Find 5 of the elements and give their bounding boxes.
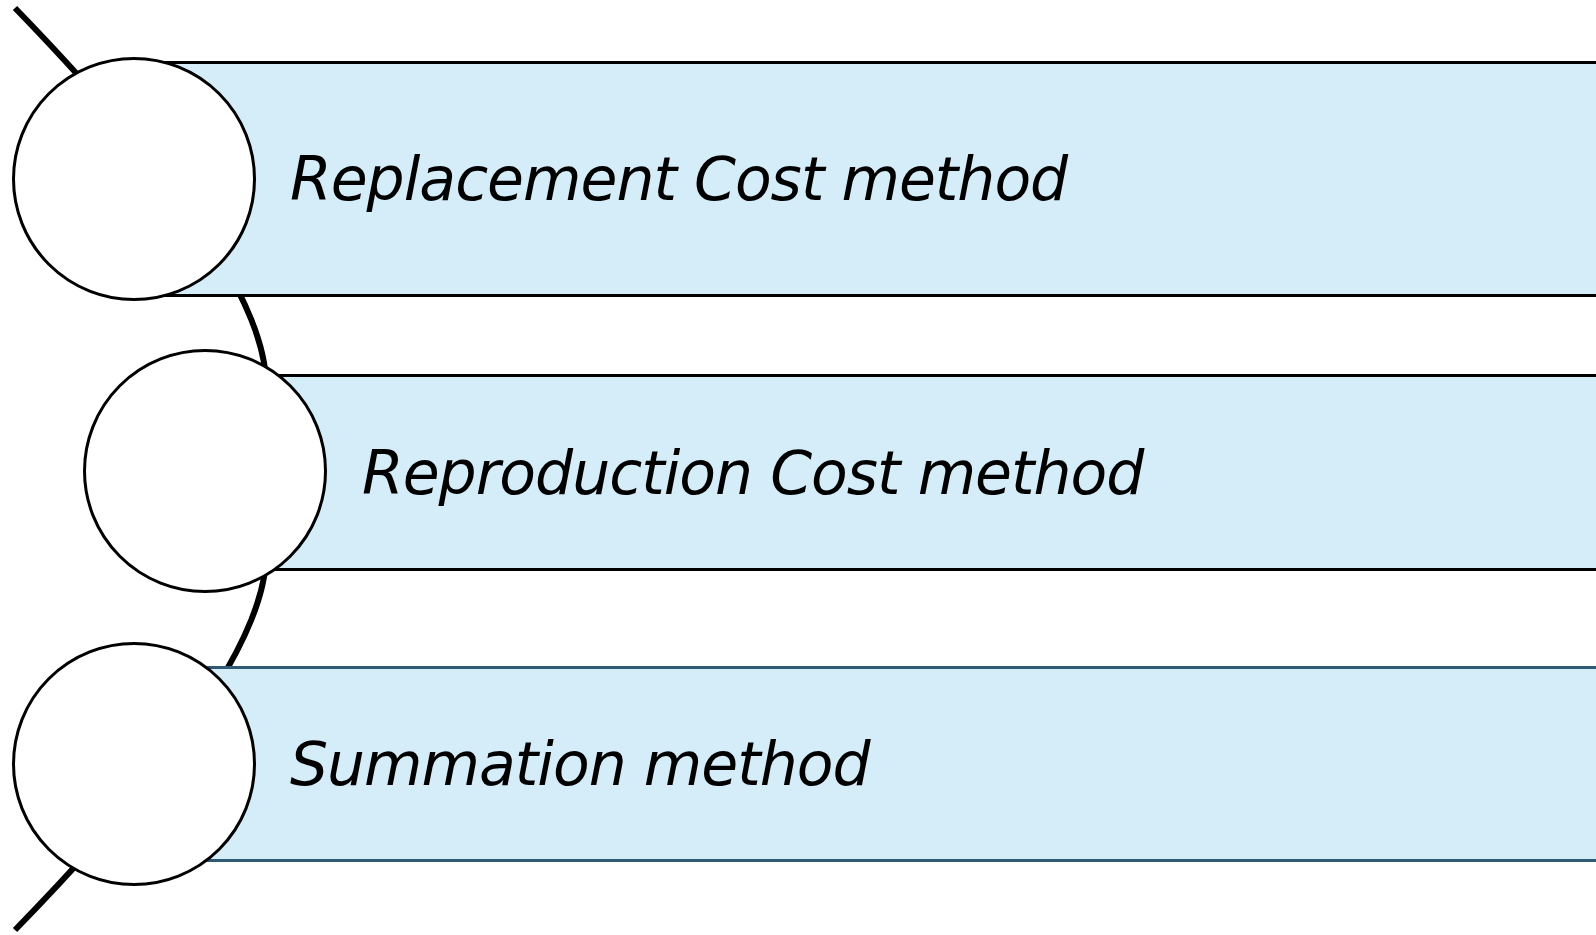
item-label: Summation method bbox=[290, 729, 870, 799]
item-label: Reproduction Cost method bbox=[362, 437, 1144, 508]
list-band bbox=[275, 374, 1596, 571]
list-band bbox=[205, 666, 1596, 862]
item-label: Replacement Cost method bbox=[290, 144, 1068, 214]
